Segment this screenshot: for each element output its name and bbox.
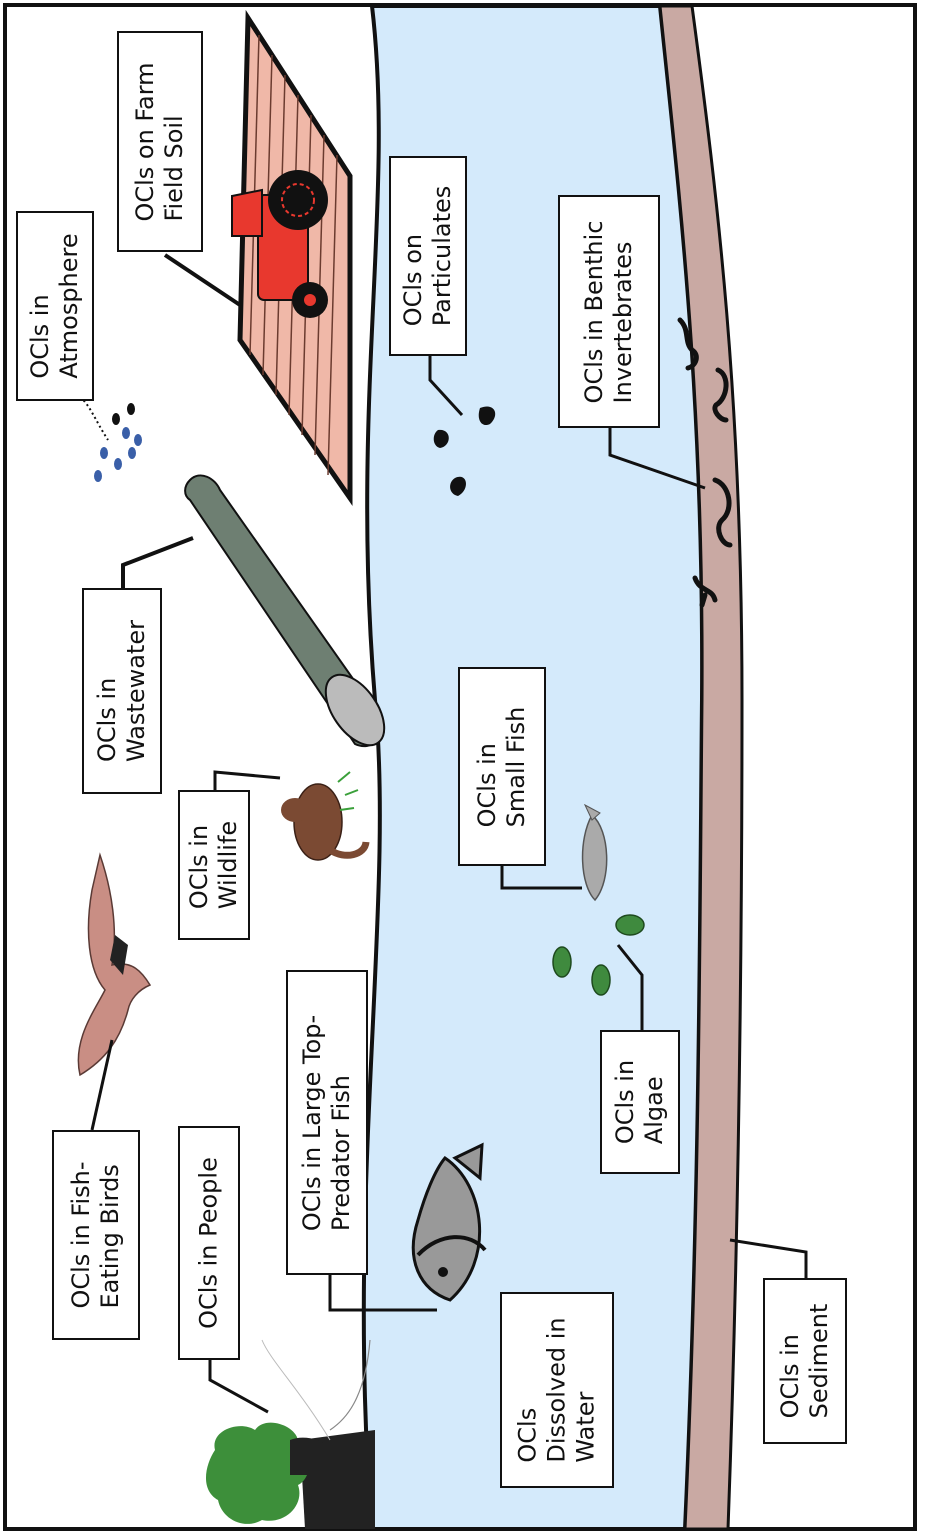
- label-line: Dissolved in: [543, 1317, 572, 1462]
- label-line: OCls in: [611, 1060, 640, 1144]
- label-line: Sediment: [805, 1304, 834, 1419]
- label-line: Water: [572, 1317, 601, 1462]
- label-line: OCls in: [26, 233, 55, 378]
- label-line: OCls on Farm: [131, 62, 160, 221]
- label-line: OCls in: [776, 1304, 805, 1419]
- label-people: OCls in People: [178, 1126, 240, 1360]
- label-line: Field Soil: [160, 62, 189, 221]
- label-line: Small Fish: [502, 706, 531, 827]
- label-line: OCls on: [399, 186, 428, 327]
- label-line: OCls: [514, 1317, 543, 1462]
- label-line: OCls in Benthic: [580, 220, 609, 403]
- label-line: OCls in: [473, 706, 502, 827]
- label-line: Eating Birds: [96, 1161, 125, 1308]
- label-line: Particulates: [428, 186, 457, 327]
- label-line: OCls in People: [195, 1157, 224, 1329]
- label-line: Atmosphere: [55, 233, 84, 378]
- label-line: Predator Fish: [327, 1014, 356, 1230]
- label-line: Wastewater: [122, 620, 151, 762]
- label-line: OCls in Fish-: [67, 1161, 96, 1308]
- label-line: Algae: [640, 1060, 669, 1144]
- label-large-fish: OCls in Large Top-Predator Fish: [286, 970, 368, 1275]
- label-line: OCls in: [93, 620, 122, 762]
- label-line: OCls in Large Top-: [298, 1014, 327, 1230]
- label-birds: OCls in Fish-Eating Birds: [52, 1130, 140, 1340]
- label-line: Invertebrates: [609, 220, 638, 403]
- label-line: OCls in: [185, 821, 214, 909]
- label-line: Wildlife: [214, 821, 243, 909]
